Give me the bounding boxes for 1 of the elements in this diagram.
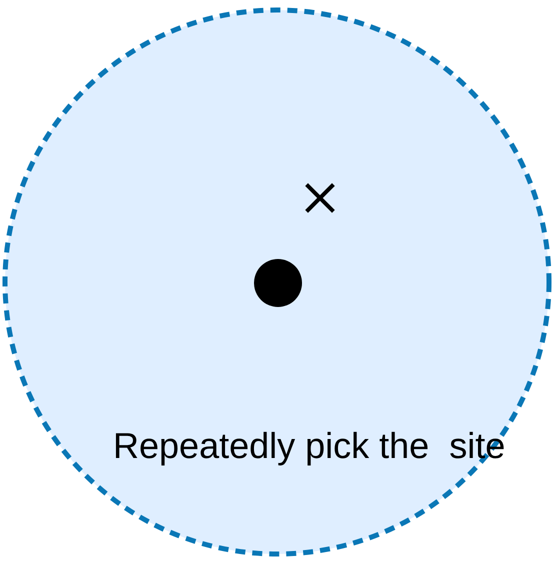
caption-text: Repeatedly pick the site xyxy=(113,428,506,464)
